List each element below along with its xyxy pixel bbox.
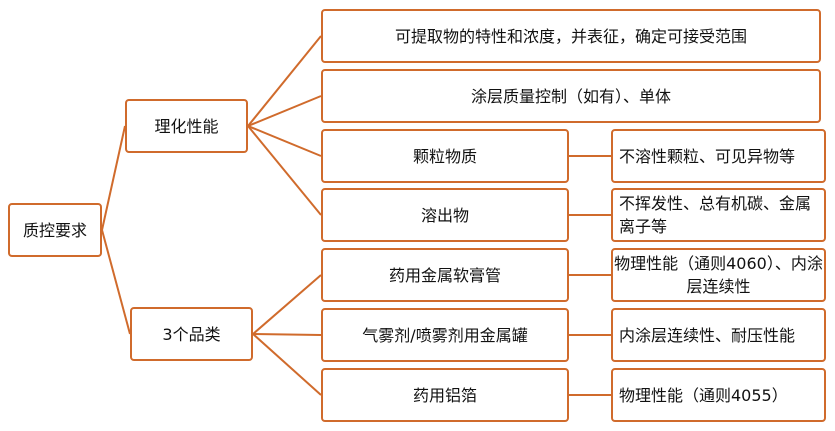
item-aluminum-foil: 药用铝箔	[321, 368, 569, 422]
item-label: 药用金属软膏管	[388, 265, 501, 285]
item-coating-quality: 涂层质量控制（如有）、单体	[321, 69, 821, 123]
detail-aluminum-foil: 物理性能（通则4055）	[611, 368, 826, 422]
item-label: 药用铝箔	[412, 385, 477, 405]
connector-b1-item3	[247, 125, 322, 157]
connector-b2-item2	[252, 333, 322, 336]
branch-label: 理化性能	[154, 116, 219, 136]
detail-label: 不挥发性、总有机碳、金属离子等	[619, 194, 812, 236]
item-leachables: 溶出物	[321, 188, 569, 242]
item-particulates: 颗粒物质	[321, 129, 569, 183]
root-node: 质控要求	[8, 203, 102, 257]
item-extractables: 可提取物的特性和浓度，并表征，确定可接受范围	[321, 9, 821, 63]
connector-b2-item1	[252, 274, 322, 335]
item-label: 可提取物的特性和浓度，并表征，确定可接受范围	[394, 26, 747, 46]
connector-b2-item3	[252, 333, 322, 396]
detail-aerosol-can: 内涂层连续性、耐压性能	[611, 308, 826, 362]
detail-label: 物理性能（通则4060）、内涂层连续性	[614, 254, 823, 296]
item-label: 涂层质量控制（如有）、单体	[470, 86, 671, 106]
connector-b1-item2	[247, 95, 322, 127]
root-label: 质控要求	[22, 220, 87, 240]
item-aerosol-can: 气雾剂/喷雾剂用金属罐	[321, 308, 569, 362]
branch-node-physicochemical: 理化性能	[125, 99, 248, 153]
connector-root-branch2	[101, 229, 131, 335]
item-label: 颗粒物质	[412, 146, 477, 166]
detail-label: 不溶性颗粒、可见异物等	[619, 146, 796, 166]
detail-ointment-tube: 物理性能（通则4060）、内涂层连续性	[611, 248, 826, 302]
branch-label: 3个品类	[162, 324, 221, 344]
item-label: 溶出物	[420, 205, 469, 225]
branch-node-categories: 3个品类	[130, 307, 253, 361]
connector-b1-item1	[247, 35, 322, 127]
item-ointment-tube: 药用金属软膏管	[321, 248, 569, 302]
detail-label: 内涂层连续性、耐压性能	[619, 325, 796, 345]
detail-label: 物理性能（通则4055）	[619, 385, 788, 405]
connector-b1-item4	[247, 125, 322, 216]
item-label: 气雾剂/喷雾剂用金属罐	[362, 325, 528, 345]
detail-particulates: 不溶性颗粒、可见异物等	[611, 129, 826, 183]
detail-leachables: 不挥发性、总有机碳、金属离子等	[611, 188, 826, 242]
connector-root-branch1	[101, 125, 126, 231]
